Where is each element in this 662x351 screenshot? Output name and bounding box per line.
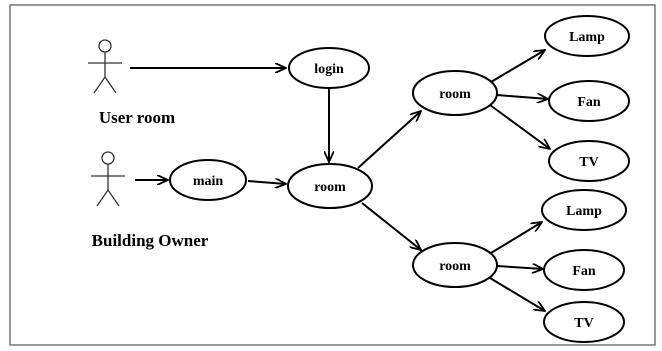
actor-label: User room: [99, 108, 175, 127]
use-case-tv-lower: TV: [543, 301, 625, 343]
use-case-fan-upper: Fan: [548, 80, 630, 122]
use-case-room-upper: room: [412, 70, 498, 116]
use-case-room-hub: room: [287, 163, 373, 209]
stick-figure-icon: [91, 151, 125, 207]
use-case-tv-upper: TV: [548, 140, 630, 182]
use-case-lamp-lower: Lamp: [541, 189, 627, 231]
arrow-room_lower-to-fan_lower: [496, 266, 543, 269]
use-case-main: main: [169, 159, 247, 201]
use-case-fan-lower: Fan: [543, 249, 625, 291]
arrow-room_lower-to-lamp_lower: [490, 222, 542, 254]
use-case-label: login: [314, 62, 344, 77]
use-case-label: Fan: [577, 95, 601, 110]
use-case-label: room: [439, 259, 471, 274]
use-case-label: main: [193, 174, 224, 189]
use-case-label: Fan: [572, 264, 596, 279]
use-case-room-lower: room: [412, 242, 498, 288]
use-case-label: TV: [574, 316, 593, 331]
arrow-room_upper-to-fan_upper: [496, 95, 548, 99]
use-case-login: login: [288, 47, 370, 89]
arrow-room_hub-to-room_upper: [357, 111, 421, 169]
arrow-room_lower-to-tv_lower: [489, 277, 545, 311]
actor-user-room: User room: [88, 39, 175, 127]
use-case-lamp-upper: Lamp: [544, 15, 630, 57]
stick-figure-icon: [88, 39, 122, 94]
arrow-room_hub-to-room_lower: [361, 202, 421, 250]
arrow-room_upper-to-tv_upper: [489, 104, 550, 149]
actor-building-owner: Building Owner: [91, 151, 209, 250]
use-case-label: Lamp: [569, 30, 605, 45]
arrow-main-to-room_hub: [247, 181, 286, 184]
actor-label: Building Owner: [92, 231, 209, 250]
use-case-label: room: [314, 180, 346, 195]
use-case-label: Lamp: [566, 204, 602, 219]
arrow-room_upper-to-lamp_upper: [490, 50, 545, 83]
edges-layer: [130, 50, 550, 311]
use-case-label: TV: [579, 155, 598, 170]
use-case-label: room: [439, 87, 471, 102]
